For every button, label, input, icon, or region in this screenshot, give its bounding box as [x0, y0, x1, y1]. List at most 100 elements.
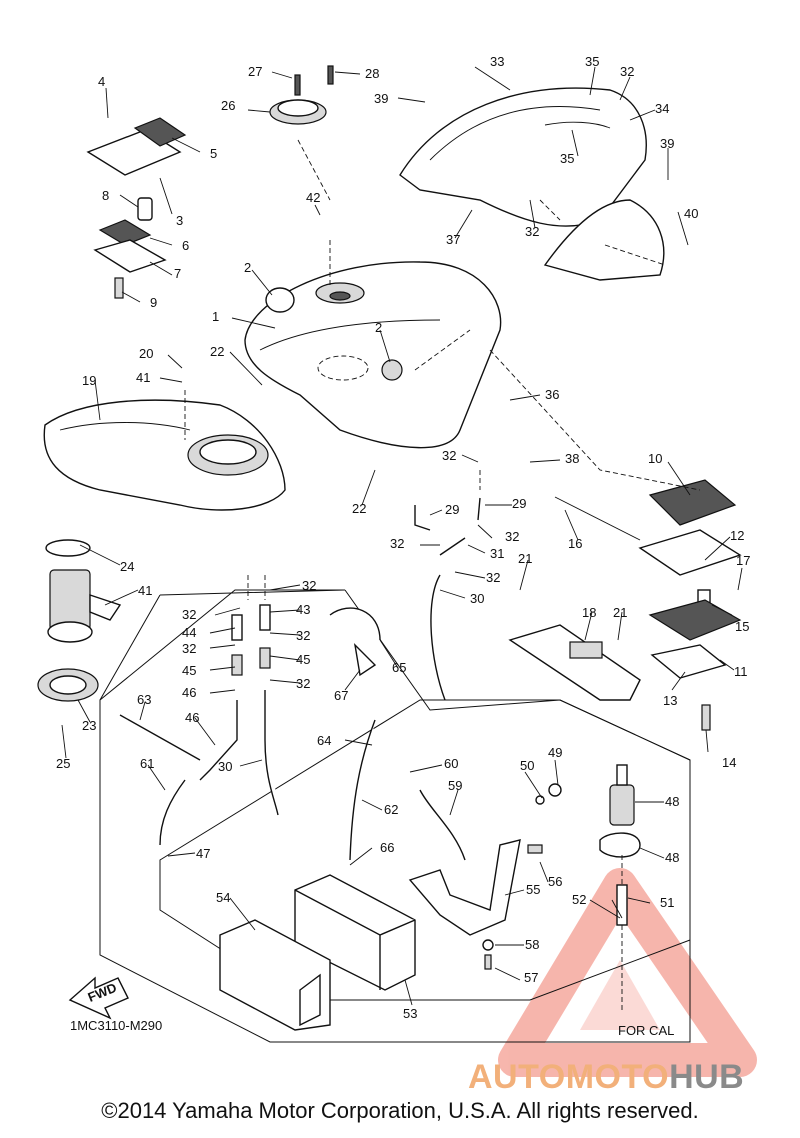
- callout-49: 48: [665, 794, 679, 809]
- for-cal-note: FOR CAL: [618, 1023, 674, 1038]
- callout-13: 13: [663, 693, 677, 708]
- hose-subframe: [99, 589, 346, 701]
- callout-52: 50: [520, 758, 534, 773]
- callout-47: 46: [185, 710, 199, 725]
- callout-32: 32: [182, 607, 196, 622]
- callout-42: 41: [138, 583, 152, 598]
- callout-10: 10: [648, 451, 662, 466]
- callout-41: 39: [374, 91, 388, 106]
- callout-1: 1: [212, 309, 219, 324]
- callout-46: 45: [296, 652, 310, 667]
- callout-30: 30: [470, 591, 484, 606]
- callout-68: 67: [334, 688, 348, 703]
- fuel-filter: [535, 764, 641, 926]
- callout-46: 45: [182, 663, 196, 678]
- watermark-logo-triangle: [498, 868, 757, 1077]
- callout-44: 42: [306, 190, 320, 205]
- canister: [219, 874, 416, 1031]
- callout-39: 38: [565, 451, 579, 466]
- callout-32: 32: [505, 529, 519, 544]
- fuel-tank: [43, 399, 286, 511]
- canister-bracket: [408, 839, 543, 970]
- callout-63: 61: [140, 756, 154, 771]
- callout-8: 8: [102, 188, 109, 203]
- dashed-connections: [159, 139, 701, 1010]
- bracket-assembly: [86, 117, 187, 299]
- callout-35: 34: [655, 101, 669, 116]
- copyright-footer: ©2014 Yamaha Motor Corporation, U.S.A. A…: [101, 1098, 699, 1123]
- lower-bracket: [638, 479, 742, 731]
- callout-18: 18: [582, 605, 596, 620]
- callout-65: 63: [137, 692, 151, 707]
- callout-45: 44: [182, 625, 196, 640]
- callout-21: 21: [518, 551, 532, 566]
- callout-23: 23: [82, 718, 96, 733]
- callout-29: 29: [445, 502, 459, 517]
- callout-32: 32: [486, 570, 500, 585]
- callout-22: 22: [210, 344, 224, 359]
- callout-27: 27: [248, 64, 262, 79]
- callout-20: 20: [139, 346, 153, 361]
- callout-29: 29: [512, 496, 526, 511]
- callout-14: 14: [722, 755, 736, 770]
- callout-2: 2: [244, 260, 251, 275]
- callout-39: 37: [446, 232, 460, 247]
- callout-21: 21: [613, 605, 627, 620]
- watermark-text: AUTOMOTOHUB: [468, 1058, 744, 1097]
- callout-4: 4: [98, 74, 105, 89]
- callout-22: 22: [352, 501, 366, 516]
- callout-17: 17: [736, 553, 750, 568]
- callout-32: 32: [442, 448, 456, 463]
- callout-37: 35: [560, 151, 574, 166]
- callout-64: 62: [384, 802, 398, 817]
- relay-bracket: [508, 496, 641, 701]
- callout-51: 49: [548, 745, 562, 760]
- callout-3: 3: [176, 213, 183, 228]
- callout-62: 60: [444, 756, 458, 771]
- callout-50: 48: [665, 850, 679, 865]
- callout-53: 51: [660, 895, 674, 910]
- callout-60: 58: [525, 937, 539, 952]
- callout-40: 39: [660, 136, 674, 151]
- callout-25: 25: [56, 756, 70, 771]
- callout-55: 53: [403, 1006, 417, 1021]
- callout-6: 6: [182, 238, 189, 253]
- fwd-arrow-icon: FWD: [68, 976, 129, 1020]
- callout-24: 24: [120, 559, 134, 574]
- watermark-part2: HUB: [669, 1058, 745, 1096]
- callout-15: 15: [735, 619, 749, 634]
- callout-54: 52: [572, 892, 586, 907]
- main-frame: [99, 589, 691, 1043]
- diagram-code: 1MC3110-M290: [70, 1018, 162, 1033]
- fuel-pump: [37, 539, 122, 702]
- leader-lines: [61, 66, 743, 1006]
- callout-7: 7: [174, 266, 181, 281]
- callout-43: 41: [136, 370, 150, 385]
- callout-56: 54: [216, 890, 230, 905]
- fuel-cap: [269, 65, 334, 125]
- callout-32: 32: [302, 578, 316, 593]
- callout-34: 32: [525, 224, 539, 239]
- callout-59: 57: [524, 970, 538, 985]
- callout-28: 28: [365, 66, 379, 81]
- callout-32: 32: [296, 628, 310, 643]
- callout-numbers: 1 2 2 3 4 5 6 7 8 9 10 11 12 13 14 15 16…: [56, 54, 750, 1021]
- callout-35: 33: [490, 54, 504, 69]
- callout-57: 55: [526, 882, 540, 897]
- callout-61: 59: [448, 778, 462, 793]
- callout-38: 36: [545, 387, 559, 402]
- callout-67: 66: [380, 840, 394, 855]
- callout-33: 32: [620, 64, 634, 79]
- callout-32: 32: [296, 676, 310, 691]
- callout-26: 26: [221, 98, 235, 113]
- callout-48: 47: [196, 846, 210, 861]
- callout-12: 12: [730, 528, 744, 543]
- callout-58: 56: [548, 874, 562, 889]
- callout-31: 31: [490, 546, 504, 561]
- callout-30: 30: [218, 759, 232, 774]
- callout-5: 5: [210, 146, 217, 161]
- callout-11: 11: [734, 664, 748, 679]
- callout-66: 64: [317, 733, 331, 748]
- callout-67: 65: [392, 660, 406, 675]
